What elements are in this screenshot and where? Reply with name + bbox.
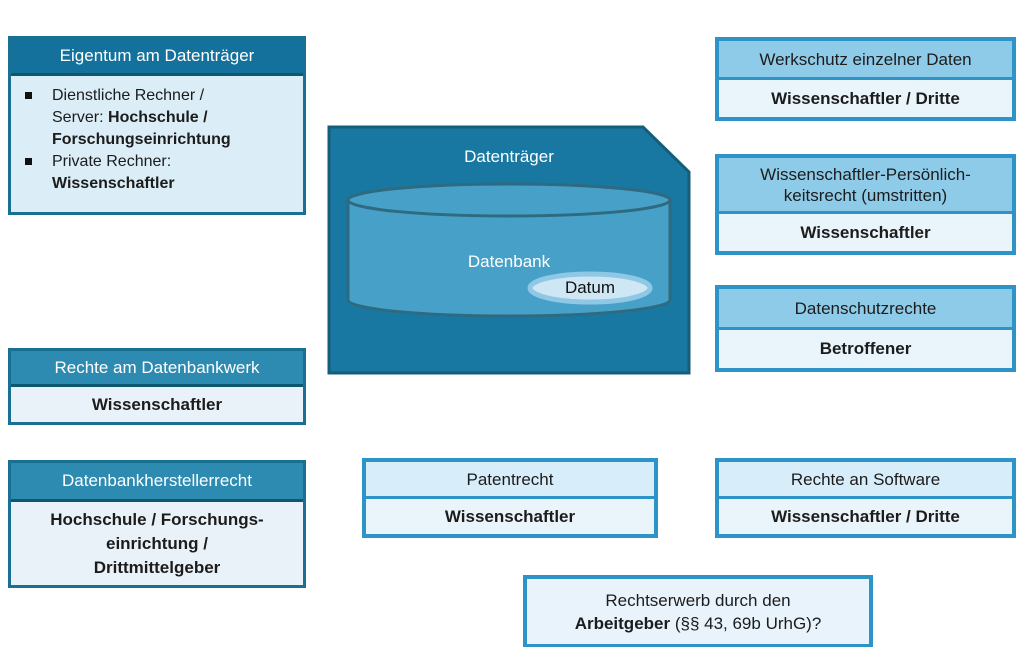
box-datenschutz-body: Betroffener — [719, 330, 1012, 368]
datum-label: Datum — [564, 278, 616, 297]
box-datenbankwerk-body: Wissenschaftler — [11, 387, 303, 422]
box-datenschutz-title: Datenschutzrechte — [794, 298, 937, 318]
box-rechte-am-datenbankwerk: Rechte am Datenbankwerk Wissenschaftler — [8, 348, 306, 425]
owner-label: Wissenschaftler — [800, 222, 931, 242]
box-patentrecht: Patentrecht Wissenschaftler — [362, 458, 658, 538]
bullet-square-icon — [25, 92, 32, 99]
box-rechtserwerb: Rechtserwerb durch den Arbeitgeber (§§ 4… — [523, 575, 873, 647]
box-patentrecht-body: Wissenschaftler — [366, 499, 654, 534]
item-normal-text: Private Rechner: — [52, 153, 172, 170]
box-datenbankherstellerrecht: Datenbankherstellerrecht Hochschule / Fo… — [8, 460, 306, 588]
box-herstellerrecht-title: Datenbankherstellerrecht — [62, 471, 252, 490]
owner-label: Wissenschaftler / Dritte — [771, 506, 960, 526]
rechtserwerb-line2: Arbeitgeber (§§ 43, 69b UrhG)? — [575, 612, 822, 635]
owner-label: Wissenschaftler — [444, 506, 576, 526]
box-eigentum-title: Eigentum am Datenträger — [59, 46, 255, 65]
box-datenbankwerk-header: Rechte am Datenbankwerk — [11, 351, 303, 387]
bullet-square-icon — [25, 158, 32, 165]
box-software-body: Wissenschaftler / Dritte — [719, 499, 1012, 534]
datentraeger-shape — [327, 125, 691, 375]
owner-label: Wissenschaftler / Dritte — [771, 88, 960, 108]
box-persoenlichkeitsrecht-title-line: Wissenschaftler-Persönlich- — [760, 164, 971, 184]
box-software-title: Rechte an Software — [790, 469, 941, 489]
rechtserwerb-line1: Rechtserwerb durch den — [605, 590, 791, 610]
box-eigentum-header: Eigentum am Datenträger — [11, 39, 303, 76]
box-software-header: Rechte an Software — [719, 462, 1012, 499]
box-datenbankwerk-title: Rechte am Datenbankwerk — [54, 357, 260, 377]
box-werkschutz-title: Werkschutz einzelner Daten — [759, 49, 972, 69]
box-datenschutzrechte: Datenschutzrechte Betroffener — [715, 285, 1016, 372]
box-werkschutz-header: Werkschutz einzelner Daten — [719, 41, 1012, 80]
box-eigentum-body: Dienstliche Rechner / Server: Hochschule… — [11, 76, 303, 212]
datenbank-label: Datenbank — [467, 252, 551, 271]
rechtserwerb-rest: (§§ 43, 69b UrhG)? — [670, 613, 822, 633]
list-item: Dienstliche Rechner / Server: Hochschule… — [21, 85, 295, 151]
owner-label: Wissenschaftler — [91, 394, 223, 414]
rechtserwerb-bold: Arbeitgeber — [574, 613, 671, 633]
cylinder-top — [346, 182, 672, 218]
box-persoenlichkeitsrecht-header: Wissenschaftler-Persönlich- keitsrecht (… — [719, 158, 1012, 214]
owner-label-line: einrichtung / — [106, 533, 208, 553]
owner-label-line: Hochschule / Forschungs- — [50, 509, 264, 529]
list-item-text: Dienstliche Rechner / Server: Hochschule… — [52, 85, 257, 151]
list-item-text: Private Rechner: Wissenschaftler — [52, 151, 257, 195]
box-werkschutz: Werkschutz einzelner Daten Wissenschaftl… — [715, 37, 1016, 121]
box-herstellerrecht-header: Datenbankherstellerrecht — [11, 463, 303, 502]
box-patentrecht-header: Patentrecht — [366, 462, 654, 499]
box-rechte-an-software: Rechte an Software Wissenschaftler / Dri… — [715, 458, 1016, 538]
list-item: Private Rechner: Wissenschaftler — [21, 151, 295, 195]
box-herstellerrecht-body: Hochschule / Forschungs- einrichtung / D… — [11, 502, 303, 585]
item-normal-text: Dienstliche Rechner / Server: — [52, 87, 205, 126]
box-rechtserwerb-text: Rechtserwerb durch den Arbeitgeber (§§ 4… — [575, 589, 822, 635]
datentraeger-card: Datenträger Datenbank Datum — [327, 125, 691, 375]
box-persoenlichkeitsrecht: Wissenschaftler-Persönlich- keitsrecht (… — [715, 154, 1016, 255]
item-bold-text: Wissenschaftler — [52, 175, 175, 192]
box-datenschutz-header: Datenschutzrechte — [719, 289, 1012, 330]
owner-label-line: Drittmittelgeber — [93, 557, 221, 577]
box-patentrecht-title: Patentrecht — [466, 469, 554, 489]
box-werkschutz-body: Wissenschaftler / Dritte — [719, 80, 1012, 117]
box-persoenlichkeitsrecht-title-line: keitsrecht (umstritten) — [783, 185, 948, 205]
owner-label: Betroffener — [819, 339, 912, 358]
datentraeger-label: Datenträger — [464, 147, 554, 166]
item-bold-text: Hochschule / Forschungseinrichtung — [52, 109, 231, 148]
box-persoenlichkeitsrecht-body: Wissenschaftler — [719, 214, 1012, 251]
datum-ellipse — [527, 271, 653, 305]
box-eigentum-am-datentraeger: Eigentum am Datenträger Dienstliche Rech… — [8, 36, 306, 215]
